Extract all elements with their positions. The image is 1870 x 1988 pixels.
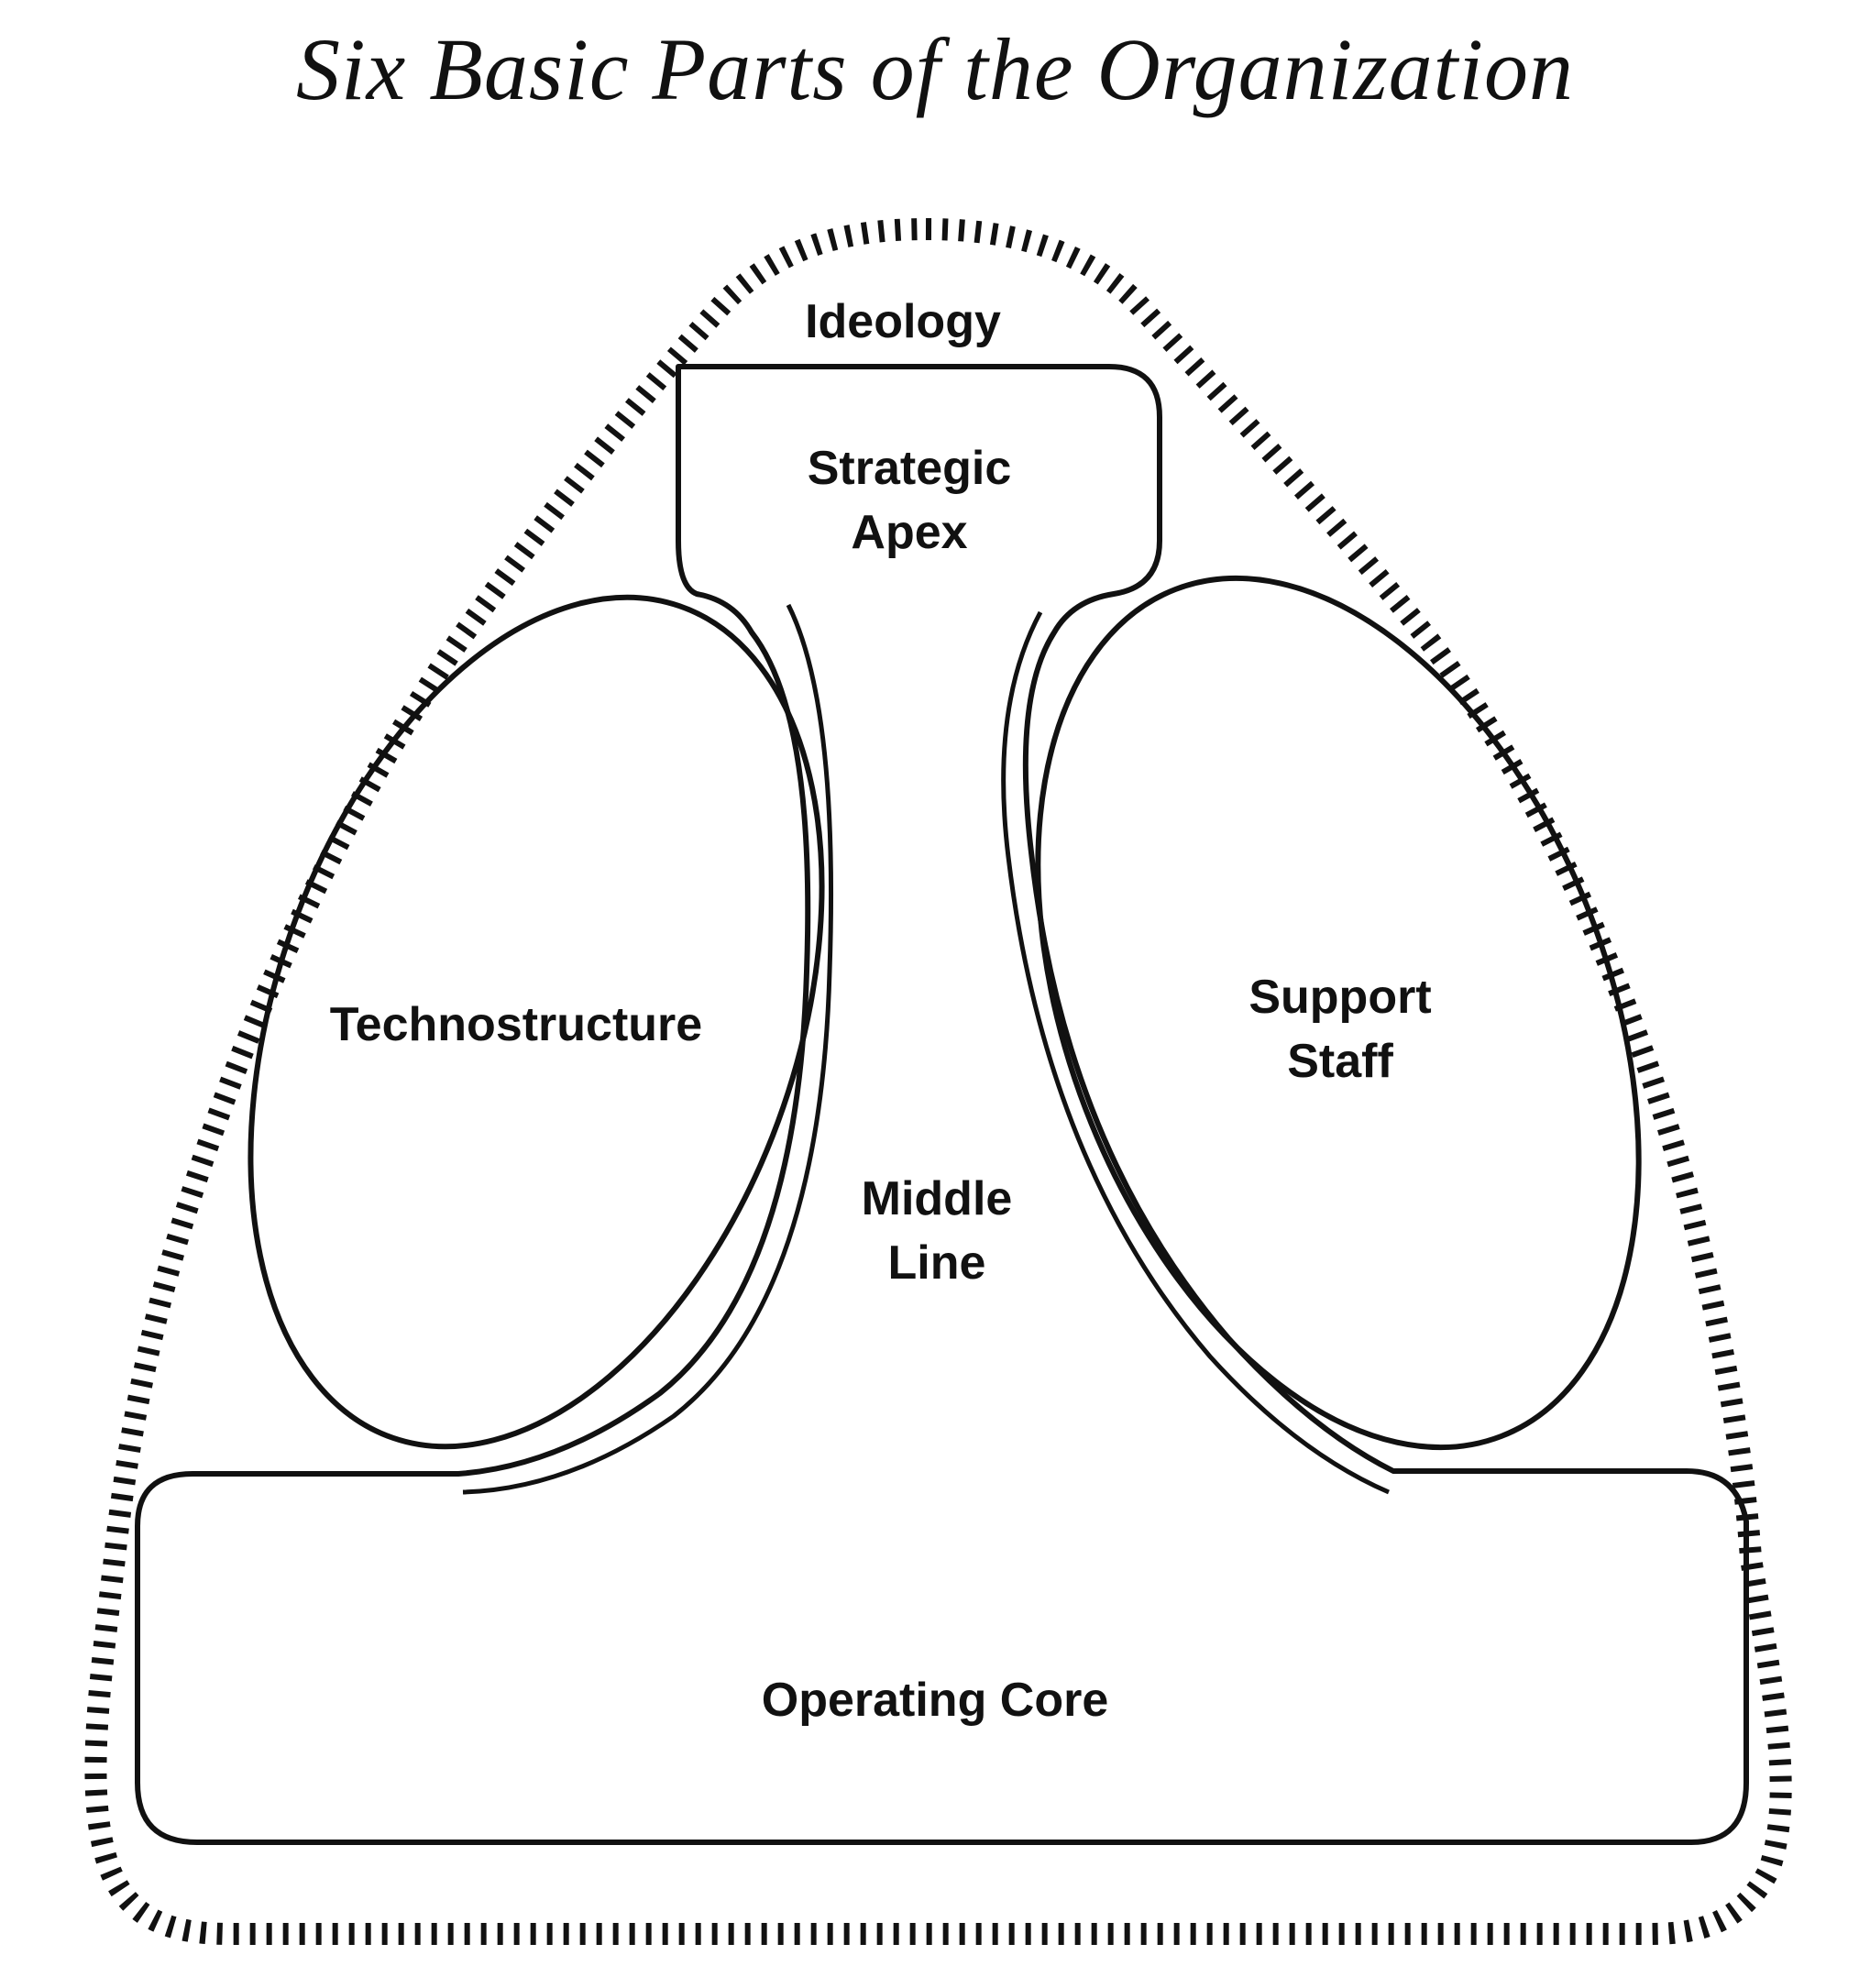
middle-line-inner-line [462,603,1390,1495]
technostructure-label: Technostructure [330,998,702,1051]
support-staff-label-line-2: Staff [1287,1035,1393,1088]
middle-line-label-line-1: Middle [862,1172,1013,1225]
strategic-apex-label-line-1: Strategic [808,442,1012,495]
support-staff-ellipse [1035,575,1642,1451]
operating-core-label: Operating Core [762,1674,1109,1727]
middle-line-outline [135,364,1749,1845]
ideology-label: Ideology [805,295,1001,348]
diagram-title: Six Basic Parts of the Organization [295,20,1575,118]
support-staff-label-line-1: Support [1248,971,1431,1024]
middle-line-label-line-2: Line [888,1236,986,1290]
technostructure-ellipse [248,594,825,1450]
ideology-halo [84,217,1792,1945]
strategic-apex-label-line-2: Apex [851,506,967,559]
